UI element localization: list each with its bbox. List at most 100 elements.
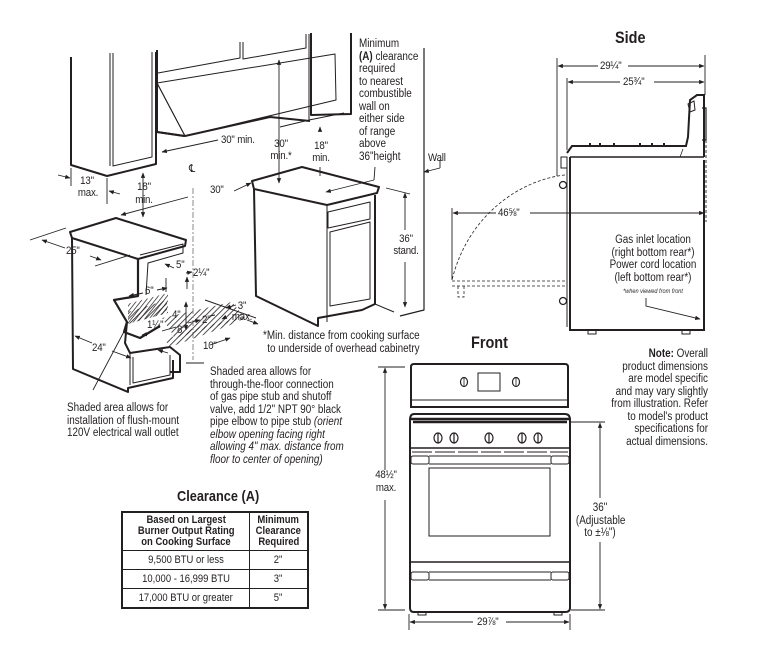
note-line: Note: Overall [603, 348, 708, 361]
dim-13-bottom: max. [77, 187, 99, 199]
dim-1-25-label: 1¼" [147, 319, 164, 331]
side-door-open-depth: 46⅝" [498, 207, 520, 219]
dim-18-side-top: 18" [314, 140, 328, 152]
gas-note-line: valve, add 1/2" NPT 90° black [210, 403, 341, 416]
dim-18-side-bottom: min. [312, 152, 330, 164]
ext-25b [94, 254, 131, 267]
note-bold: (A) [359, 50, 373, 63]
table-row: 9,500 BTU or less 2" [121, 550, 309, 570]
dim-18-counter-top: 18" [137, 181, 151, 193]
header-line: Required [257, 536, 300, 548]
rating-value: 10,000 - 16,999 BTU [142, 573, 230, 585]
note-line: of range [359, 125, 396, 138]
header-line: Minimum [257, 514, 300, 526]
dim-10-label: 10" [203, 340, 217, 352]
dim-8-left [161, 326, 177, 332]
note-text: Overall [673, 348, 708, 360]
cell-rating: 10,000 - 16,999 BTU [121, 569, 250, 589]
footnote-line: *Min. distance from cooking surface [263, 330, 420, 342]
dim-8-right [187, 319, 201, 324]
note-line: above [359, 138, 386, 150]
dim-5-label: 5" [176, 259, 185, 271]
cooktop-height-line: to ±⅛") [584, 527, 616, 539]
dim-13-right [108, 190, 121, 195]
rating-value: 17,000 BTU or greater [138, 592, 234, 604]
gas-note-italic-line: allowing 4" max. distance from [210, 441, 344, 453]
dim-5 [164, 263, 175, 269]
ext-25 [29, 227, 67, 241]
gas-hatch-area [165, 316, 250, 347]
dim-6-left [128, 292, 144, 298]
dim-10-right [209, 337, 231, 346]
dim-30-min-top: 30" [274, 138, 288, 150]
dim-2-label: 2" [202, 314, 211, 326]
callout-line: (right bottom rear*) [611, 246, 695, 259]
product-note: Note: Overall product dimensions are mod… [603, 348, 708, 448]
dim-30-right [233, 182, 252, 192]
gas-note-line: through-the-floor connection [210, 378, 334, 391]
dim-clearance-a [325, 179, 375, 193]
note-line: are model specific [628, 373, 708, 385]
dim-hood-width-right [279, 120, 306, 128]
note-line: 36"height [359, 150, 401, 163]
dim-13-left [57, 174, 71, 179]
dim-6-right [156, 286, 168, 292]
outlet-note-line: installation of flush-mount [67, 414, 180, 427]
side-callout: Gas inlet location (right bottom rear*) … [601, 234, 704, 299]
dim-25-left [41, 239, 66, 249]
rating-value: 9,500 BTU or less [148, 554, 224, 566]
clearance-value: 2" [274, 554, 283, 566]
clearance-table-title: Clearance (A) [177, 488, 260, 505]
cooktop-height-line: (Adjustable [575, 514, 626, 527]
front-height-top: 48½" [375, 469, 397, 481]
cell-rating: 9,500 BTU or less [121, 550, 250, 570]
gas-note-line: of gas pipe stub and shutoff [210, 391, 332, 403]
clearance-table: Based on Largest Burner Output Rating on… [121, 511, 309, 609]
dim-2-left [209, 314, 216, 317]
note-line: product dimensions [622, 360, 708, 373]
note-line: actual dimensions. [626, 435, 708, 448]
cell-rating: 17,000 BTU or greater [121, 588, 250, 609]
wall-line [399, 48, 425, 317]
front-view-range [409, 363, 571, 616]
wall-label: Wall [428, 152, 446, 164]
note-line: from illustration. Refer [611, 398, 708, 410]
note-line: required [359, 63, 396, 75]
callout-footnote: *when viewed from front [623, 288, 683, 295]
clearance-value: 3" [274, 573, 283, 585]
note-line: to model's product [627, 410, 708, 423]
gas-note-line: pipe elbow to pipe stub (orient [210, 416, 344, 429]
note-line: to nearest [359, 75, 403, 88]
front-dimension-lines [378, 366, 605, 630]
left-upper-cabinet [70, 52, 157, 177]
header-rating: Based on Largest Burner Output Rating on… [121, 511, 250, 551]
dim-3-max-top: 3" [237, 300, 247, 312]
dim-24-left [74, 335, 93, 344]
header-line: Clearance [255, 525, 302, 537]
note-line: and may vary slightly [615, 385, 708, 398]
dim-10-left [157, 349, 169, 354]
callout-line: Gas inlet location [615, 234, 691, 246]
gas-note-italic-line: floor to center of opening) [210, 453, 323, 466]
header-clearance: Minimum Clearance Required [249, 511, 309, 551]
side-overall-depth: 29¼" [600, 60, 622, 72]
side-dimension-lines [451, 55, 706, 320]
dim-1-25 [141, 332, 149, 337]
header-line: on Cooking Surface [141, 536, 231, 548]
dim-25: 25" [66, 245, 80, 257]
centerline-symbol: ℄ [189, 163, 196, 175]
callout-line: (left bottom rear*) [614, 271, 692, 284]
cooktop-height-line: 36" [592, 502, 608, 514]
note-line: either side [359, 113, 405, 125]
dim-2-right [221, 314, 228, 320]
note-line: wall on [359, 100, 390, 113]
note-line: (A) clearance [359, 50, 419, 63]
gas-note-italic-line: elbow opening facing right [210, 428, 325, 441]
side-view-title: Side [615, 28, 646, 47]
front-width: 29⅞" [477, 616, 499, 628]
gas-note-line: Shaded area allows for [210, 366, 312, 378]
upper-cabinet-and-hood [156, 33, 352, 137]
note-label: Note: [648, 348, 674, 360]
dim-3-right [246, 319, 259, 325]
